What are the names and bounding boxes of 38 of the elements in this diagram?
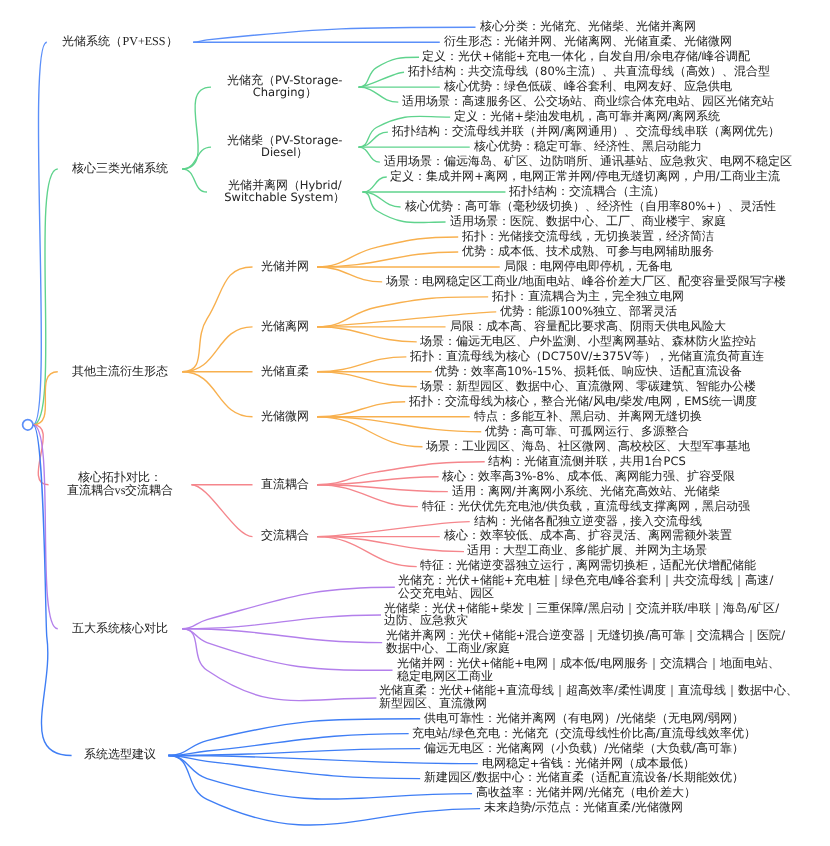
connector [192, 41, 441, 43]
connector [316, 266, 383, 283]
connector [181, 146, 212, 170]
connector [32, 168, 59, 426]
node-circle [21, 418, 34, 431]
connector [181, 371, 254, 418]
connector [316, 416, 424, 448]
connector [190, 484, 254, 538]
connector [32, 424, 59, 630]
connector [32, 424, 73, 757]
connector [167, 754, 481, 826]
connector [167, 718, 421, 757]
connector [357, 146, 471, 148]
connector [361, 191, 507, 193]
connector [181, 628, 394, 671]
connector [357, 86, 399, 103]
connector [316, 371, 418, 388]
connector [361, 191, 447, 224]
connector [316, 484, 419, 508]
connector [361, 191, 402, 208]
connector [32, 371, 59, 426]
connector [357, 115, 451, 148]
connector [316, 326, 418, 343]
connector [192, 26, 477, 43]
connector [190, 484, 254, 486]
connector [181, 628, 378, 702]
connector [32, 41, 48, 426]
connector [316, 535, 418, 568]
connector [181, 168, 208, 193]
connector [32, 424, 50, 486]
connector [357, 146, 381, 163]
connector [316, 266, 501, 268]
connector [361, 176, 388, 193]
connector [357, 56, 420, 88]
connector [357, 86, 441, 88]
connector [181, 586, 396, 630]
connector [181, 628, 383, 644]
connector [181, 266, 254, 373]
